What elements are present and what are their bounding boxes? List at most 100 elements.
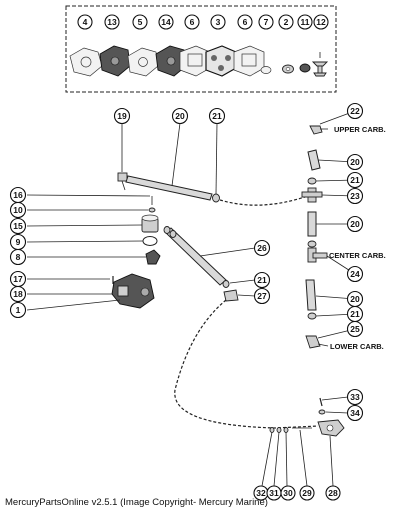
callout-29: 29 [299, 485, 315, 501]
kit-callout-5: 5 [132, 14, 148, 30]
kit-callout-14: 14 [158, 14, 174, 30]
kit-callout-7: 7 [258, 14, 274, 30]
kit-callout-6a: 6 [184, 14, 200, 30]
callout-21-r2: 21 [346, 305, 364, 323]
svg-text:6: 6 [190, 17, 195, 27]
part-21-clamp-upper [212, 193, 220, 203]
part-10-washer [148, 207, 156, 213]
kit-callout-4: 4 [77, 14, 93, 30]
svg-text:2: 2 [284, 17, 289, 27]
svg-text:15: 15 [13, 221, 23, 231]
svg-text:16: 16 [13, 190, 23, 200]
svg-text:4: 4 [83, 17, 88, 27]
svg-text:22: 22 [350, 106, 360, 116]
svg-text:28: 28 [328, 488, 338, 498]
svg-text:27: 27 [257, 291, 267, 301]
callout-26: 26 [253, 239, 271, 257]
callout-21-r1: 21 [346, 171, 364, 189]
hose-right-1 [307, 149, 321, 171]
svg-text:21: 21 [257, 275, 267, 285]
kit-part-7 [260, 66, 272, 74]
svg-text:20: 20 [350, 294, 360, 304]
svg-text:3: 3 [216, 17, 221, 27]
callout-21-top: 21 [208, 107, 226, 125]
callout-16: 16 [9, 186, 27, 204]
kit-callout-11: 11 [297, 14, 313, 30]
callout-30: 30 [280, 485, 296, 501]
kit-part-6b [233, 45, 265, 77]
kit-part-12 [311, 52, 329, 77]
kit-callout-3: 3 [210, 14, 226, 30]
label-upper-carb: UPPER CARB. [334, 125, 386, 134]
clamp-right-2 [307, 240, 317, 248]
svg-text:1: 1 [16, 305, 21, 315]
svg-text:26: 26 [257, 243, 267, 253]
leader-lines [26, 110, 356, 487]
callout-27: 27 [253, 287, 271, 305]
callout-19: 19 [113, 107, 131, 125]
svg-text:13: 13 [107, 17, 117, 27]
part-33-screw [319, 397, 323, 407]
hose-right-3 [305, 279, 317, 311]
svg-text:7: 7 [264, 17, 269, 27]
svg-text:30: 30 [283, 488, 293, 498]
kit-parts [69, 45, 329, 77]
parts-29-32 [269, 427, 312, 433]
label-center-carb: CENTER CARB. [329, 251, 386, 260]
lower-carb-elbow [305, 335, 329, 349]
part-28-fitting [317, 419, 345, 437]
callout-33: 33 [346, 388, 364, 406]
kit-part-11 [299, 63, 311, 73]
callout-21-mid: 21 [253, 271, 271, 289]
callout-20-top: 20 [171, 107, 189, 125]
clamp-right-3 [307, 312, 317, 320]
svg-text:10: 10 [13, 205, 23, 215]
svg-text:9: 9 [16, 237, 21, 247]
svg-text:17: 17 [13, 274, 23, 284]
svg-text:31: 31 [269, 488, 279, 498]
callout-25: 25 [346, 320, 364, 338]
callout-15: 15 [9, 217, 27, 235]
kit-callout-6b: 6 [237, 14, 253, 30]
callout-22: 22 [346, 102, 364, 120]
svg-text:25: 25 [350, 324, 360, 334]
callout-1: 1 [9, 301, 27, 319]
part-15-filter [141, 214, 159, 233]
svg-text:29: 29 [302, 488, 312, 498]
svg-text:34: 34 [350, 408, 360, 418]
svg-text:33: 33 [350, 392, 360, 402]
callout-31: 31 [266, 485, 282, 501]
svg-text:24: 24 [350, 269, 360, 279]
callout-20-r1: 20 [346, 153, 364, 171]
svg-text:21: 21 [212, 111, 222, 121]
kit-callout-2: 2 [278, 14, 294, 30]
svg-text:21: 21 [350, 309, 360, 319]
svg-text:19: 19 [117, 111, 127, 121]
svg-text:20: 20 [350, 219, 360, 229]
kit-part-3 [205, 45, 237, 77]
copyright-footer: MercuryPartsOnline v2.5.1 (Image Copyrig… [5, 497, 268, 508]
tee-center [307, 247, 328, 263]
fuel-pump-body [111, 273, 155, 309]
part-19-fitting [117, 172, 128, 191]
svg-text:20: 20 [175, 111, 185, 121]
fuel-line-lower [174, 299, 319, 429]
svg-text:6: 6 [243, 17, 248, 27]
part-34-washer [318, 409, 326, 415]
clamp-right-1 [307, 177, 317, 185]
svg-text:32: 32 [256, 488, 266, 498]
repair-kit-box [65, 5, 337, 93]
callout-18: 18 [9, 285, 27, 303]
label-lower-carb: LOWER CARB. [330, 342, 384, 351]
callout-24: 24 [346, 265, 364, 283]
svg-text:14: 14 [161, 17, 171, 27]
hose-right-2 [307, 211, 317, 237]
callout-9: 9 [9, 233, 27, 251]
part-21-clamp-lower [222, 280, 230, 288]
callout-23: 23 [346, 187, 364, 205]
part-8-cap [145, 249, 161, 265]
part-9-ring [142, 236, 158, 246]
upper-carb-elbow [309, 125, 328, 135]
svg-text:8: 8 [16, 252, 21, 262]
